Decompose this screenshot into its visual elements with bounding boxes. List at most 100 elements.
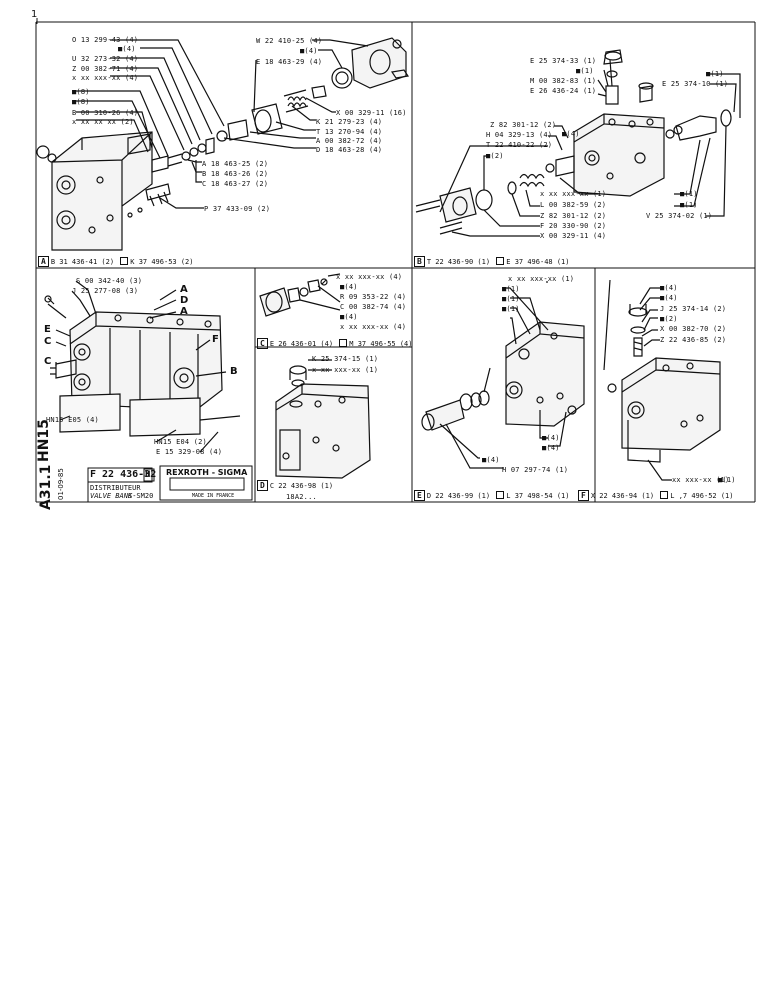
caption-main: D 22 436-99 (1) [426, 492, 491, 500]
part-label: M 00 382-83 (1) [530, 77, 597, 85]
panel-letter: F [578, 490, 589, 501]
part-label: ■(1) [680, 190, 698, 198]
box-marker [496, 491, 505, 499]
part-label: E 15 329-08 (4) [156, 448, 223, 456]
corner-mark: 1 [31, 9, 38, 20]
panel-letter: A [38, 256, 49, 267]
part-label: HN15 E05 (4) [46, 416, 99, 424]
panel-d-drawing [275, 359, 371, 479]
part-label: A 00 382-72 (4) [316, 137, 383, 145]
box-marker [339, 339, 348, 347]
part-label: ■(1) [502, 285, 520, 293]
part-label: P 37 433-09 (2) [204, 205, 271, 213]
callout-label: D [180, 295, 189, 306]
part-label: X 00 329-11 (4) [540, 232, 607, 240]
caption-alt: K 37 496-53 (2) [130, 258, 194, 266]
part-label: U 32 273-32 (4) [72, 55, 139, 63]
part-label: ■(4) [340, 313, 358, 321]
part-number: F 22 436-32 [90, 469, 157, 480]
part-label: ■(1) [502, 305, 520, 313]
box-marker [120, 257, 129, 265]
part-label: x xx xxx-xx (1) [312, 366, 379, 374]
revision-letter: H [145, 470, 151, 480]
caption-main: C 22 436-98 (1) [269, 482, 334, 490]
part-label: W 22 410-25 (4) [256, 37, 323, 45]
box-marker [660, 491, 669, 499]
part-label: B 00 310-26 (4) [72, 109, 139, 117]
part-label: S 00 342-40 (3) [76, 277, 143, 285]
part-label: ■(4) [118, 45, 136, 53]
part-label: J 25 374-14 (2) [660, 305, 727, 313]
callout-label: B [230, 366, 238, 377]
part-label: ■(4) [562, 130, 580, 138]
part-label: O 13 299-43 (4) [72, 36, 139, 44]
part-label: R 09 353-22 (4) [340, 293, 407, 301]
part-label: ■(4) [660, 294, 678, 302]
panel-b-drawing [415, 49, 741, 283]
part-label: J 25 277-08 (3) [72, 287, 139, 295]
part-label: x xx xx xx (2) [72, 118, 134, 126]
part-label: C 00 382-74 (4) [340, 303, 407, 311]
part-label: ■(4) [340, 283, 358, 291]
part-label: ■(1) [718, 476, 736, 484]
panel-c-drawing [259, 273, 341, 317]
box-marker [496, 257, 505, 265]
part-label: H 07 297-74 (1) [502, 466, 569, 474]
part-label: C 18 463-27 (2) [202, 180, 269, 188]
part-label: HN15 E04 (2) [154, 438, 207, 446]
part-label: ■(4) [542, 444, 560, 452]
part-label: V 25 374-02 (1) [646, 212, 713, 220]
part-label: L 00 382-59 (2) [540, 201, 607, 209]
callout-label: F [212, 334, 219, 345]
callout-label: A [180, 284, 188, 295]
footer-code: 18A2... [286, 493, 317, 501]
part-label: K 25 374-15 (1) [312, 355, 379, 363]
part-label: F 20 330-90 (2) [540, 222, 607, 230]
part-label: ■(4) [660, 284, 678, 292]
part-label: ■(4) [542, 434, 560, 442]
made-in: MADE IN FRANCE [192, 493, 235, 499]
part-label: E 18 463-29 (4) [256, 58, 323, 66]
side-code-1: HN15 [36, 419, 52, 462]
caption-alt: M 37 496-55 (4) [349, 340, 413, 348]
panel-e-drawing [421, 287, 585, 469]
name-french: DISTRIBUTEUR [90, 484, 141, 492]
part-label: E 25 374-33 (1) [530, 57, 597, 65]
assembly-drawing [44, 280, 241, 453]
part-label: ■(1) [680, 201, 698, 209]
part-label: ■(2) [486, 152, 504, 160]
part-label: X 00 329-11 (16) [336, 109, 407, 117]
caption-alt: E 37 496-48 (1) [506, 258, 570, 266]
part-label: K 21 279-23 (4) [316, 118, 383, 126]
part-label: ■(8) [72, 88, 90, 96]
panel-letter: E [414, 490, 425, 501]
part-label: T 13 270-94 (4) [316, 128, 383, 136]
title-block-lines [87, 465, 253, 502]
caption-main: E 26 436-01 (4) [269, 340, 334, 348]
side-code-2: A31.1 [38, 464, 54, 510]
caption-alt: L ,7 496-52 (1) [670, 492, 734, 500]
part-label: x xx xxx-xx (4) [72, 74, 139, 82]
callout-label: C [44, 336, 52, 347]
part-label: A 18 463-25 (2) [202, 160, 269, 168]
model-code: S-SM20 [128, 492, 154, 500]
part-label: E 26 436-24 (1) [530, 87, 597, 95]
part-label: x xx xxx-xx (1) [540, 190, 607, 198]
panel-a-drawing [36, 37, 410, 251]
part-label: B 18 463-26 (2) [202, 170, 269, 178]
caption-main: X 22 436-94 (1) [590, 492, 655, 500]
name-english: VALVE BANK [90, 492, 133, 500]
part-label: T 22 410-22 (2) [486, 141, 553, 149]
part-label: x xx xxx-xx (4) [336, 273, 403, 281]
panel-f-drawing [603, 279, 721, 481]
part-label: ■(1) [706, 70, 724, 78]
panel-letter: C [257, 338, 268, 349]
caption-alt: L 37 498-54 (1) [506, 492, 570, 500]
part-label: E 25 374-10 (1) [662, 80, 729, 88]
part-label: x xx xxx-xx (4) [340, 323, 407, 331]
